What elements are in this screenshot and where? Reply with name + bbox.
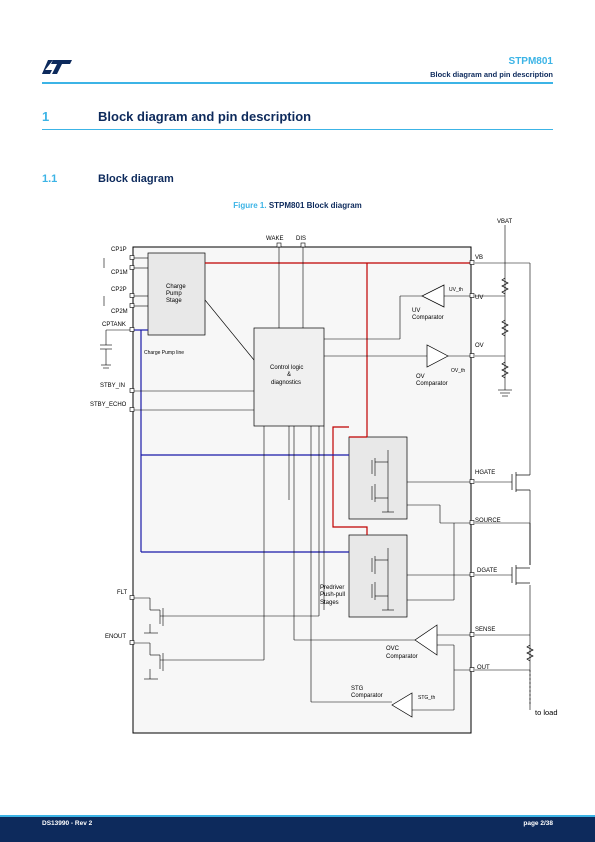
label-dgate: DGATE bbox=[477, 568, 497, 574]
label-flt: FLT bbox=[117, 590, 128, 596]
label-predriver-2: Push-pull bbox=[320, 592, 345, 598]
label-vb: VB bbox=[475, 255, 483, 261]
predriver-block-low bbox=[348, 534, 408, 618]
label-control-2: & bbox=[287, 372, 291, 378]
vb-red-wires bbox=[205, 262, 471, 535]
label-ovc-1: OVC bbox=[386, 646, 400, 652]
label-stg-2: Comparator bbox=[351, 693, 383, 699]
label-charge-pump-line: Charge Pump line bbox=[144, 350, 184, 356]
label-charge-pump-3: Stage bbox=[166, 298, 182, 304]
control-logic-block bbox=[253, 327, 325, 427]
block-diagram: VBAT WAKE DIS CP1P CP1M CP2P CP2M CPTANK… bbox=[90, 219, 558, 734]
figure-title: STPM801 Block diagram bbox=[268, 201, 362, 210]
label-cp2m: CP2M bbox=[111, 309, 128, 315]
label-cptank: CPTANK bbox=[102, 322, 126, 328]
label-predriver-3: Stages bbox=[320, 600, 339, 606]
label-dis: DIS bbox=[296, 236, 306, 242]
label-predriver-1: Predriver bbox=[320, 585, 344, 591]
charge-pump-block bbox=[147, 252, 206, 336]
label-ov-th: OV_th bbox=[451, 368, 465, 374]
section-number: 1 bbox=[42, 109, 50, 124]
label-ov: OV bbox=[475, 343, 484, 349]
label-charge-pump-2: Pump bbox=[166, 291, 182, 297]
subsection-number: 1.1 bbox=[42, 173, 58, 185]
external-mosfet-icons bbox=[511, 472, 531, 585]
label-stby-echo: STBY_ECHO bbox=[90, 402, 127, 408]
label-uv-th: UV_th bbox=[449, 287, 463, 293]
label-to-load: to load bbox=[535, 708, 558, 717]
label-enout: ENOUT bbox=[105, 634, 126, 640]
internal-transistor-icons bbox=[144, 450, 394, 680]
st-logo-icon bbox=[42, 60, 72, 74]
label-ov-comp-1: OV bbox=[416, 374, 425, 380]
label-ovc-2: Comparator bbox=[386, 654, 418, 660]
label-uv-comp-2: Comparator bbox=[412, 315, 444, 321]
header-product: STPM801 bbox=[508, 56, 553, 67]
subsection-title: Block diagram bbox=[98, 173, 174, 185]
resistor-icons bbox=[501, 277, 534, 662]
section-rule bbox=[42, 129, 553, 130]
footer-rule bbox=[0, 815, 595, 817]
label-stg-th: STG_th bbox=[418, 695, 435, 701]
header-section-title: Block diagram and pin description bbox=[430, 70, 553, 79]
label-wake: WAKE bbox=[266, 236, 283, 242]
figure-label: Figure 1. bbox=[233, 201, 267, 210]
label-charge-pump-1: Charge bbox=[166, 284, 186, 290]
label-vbat: VBAT bbox=[497, 219, 513, 225]
label-ov-comp-2: Comparator bbox=[416, 381, 448, 387]
predriver-block-high bbox=[348, 436, 408, 520]
label-control-3: diagnostics bbox=[271, 380, 301, 386]
footer-bar bbox=[0, 815, 595, 842]
label-cp1p: CP1P bbox=[111, 247, 127, 253]
label-uv-comp-1: UV bbox=[412, 308, 420, 314]
label-uv: UV bbox=[475, 295, 483, 301]
label-source: SOURCE bbox=[475, 518, 501, 524]
pin-markers bbox=[129, 242, 475, 672]
label-stg-1: STG bbox=[351, 686, 364, 692]
section-title: Block diagram and pin description bbox=[98, 109, 312, 124]
header-rule bbox=[42, 82, 553, 84]
label-sense: SENSE bbox=[475, 627, 495, 633]
signal-wires bbox=[100, 225, 531, 711]
label-control-1: Control logic bbox=[270, 365, 303, 371]
footer-doc-id: DS13990 - Rev 2 bbox=[42, 820, 93, 827]
label-out: OUT bbox=[477, 665, 490, 671]
figure-caption: Figure 1. STPM801 Block diagram bbox=[0, 201, 595, 210]
charge-pump-blue-wires bbox=[133, 329, 349, 553]
label-cp1m: CP1M bbox=[111, 270, 128, 276]
comparator-icons bbox=[391, 284, 449, 718]
label-cp2p: CP2P bbox=[111, 287, 127, 293]
label-hgate: HGATE bbox=[475, 470, 495, 476]
footer-page-number: page 2/38 bbox=[523, 820, 553, 827]
label-stby-in: STBY_IN bbox=[100, 383, 125, 389]
